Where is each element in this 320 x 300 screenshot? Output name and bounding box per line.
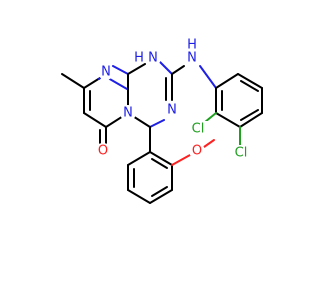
atom-n1: N	[101, 65, 111, 80]
atom-n-ring-nh: N	[148, 51, 158, 66]
atom-h-ring: H	[134, 51, 144, 66]
atom-o-keto: O	[98, 144, 108, 159]
molecule-structure: N N H N H N N O O Cl Cl	[61, 38, 263, 204]
atom-n-anilino: N	[187, 51, 197, 66]
atom-cl-2: Cl	[235, 146, 248, 161]
bonds	[61, 61, 263, 204]
atom-n4: N	[123, 106, 133, 121]
atom-labels: N N H N H N N O O Cl Cl	[95, 38, 251, 161]
atom-o-ether: O	[192, 144, 202, 159]
atom-cl-1: Cl	[192, 122, 205, 137]
atom-h-anilino: H	[187, 38, 197, 53]
atom-n3: N	[167, 103, 177, 118]
